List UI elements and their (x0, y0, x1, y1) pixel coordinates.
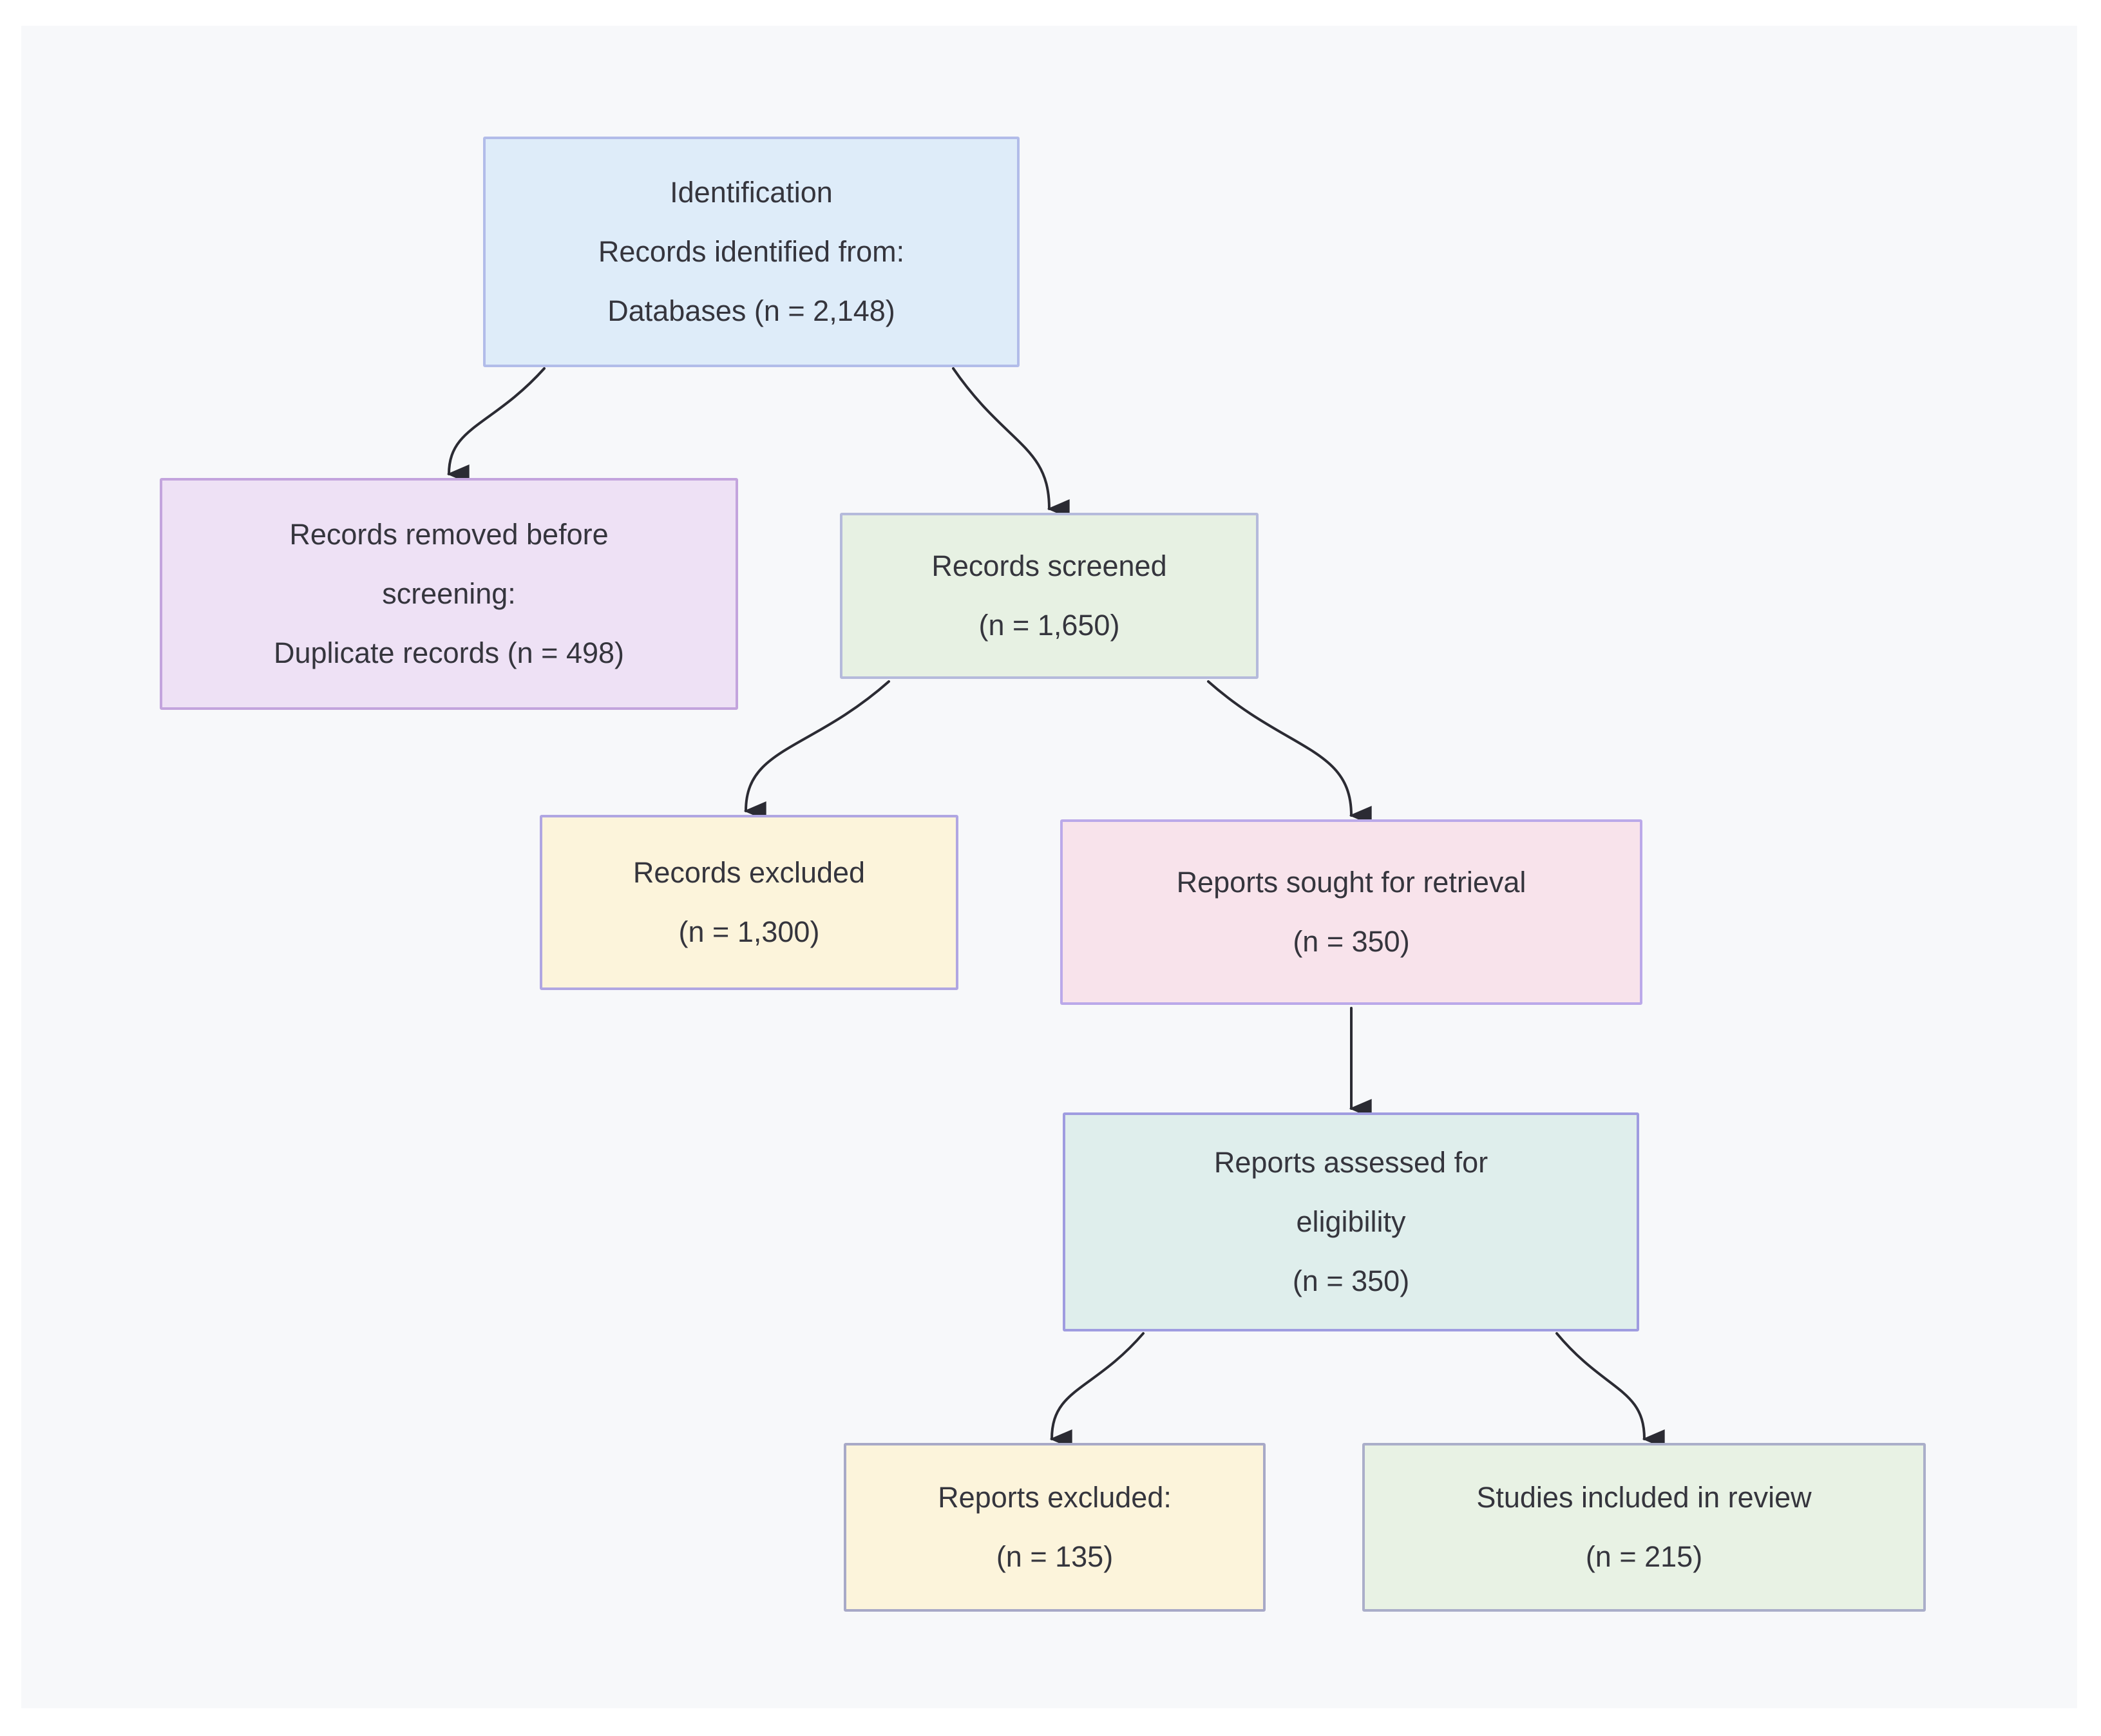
flow-box-line: Reports excluded: (938, 1481, 1172, 1514)
flow-box-line: Databases (n = 2,148) (607, 294, 895, 327)
flow-box-line: Records identified from: (598, 235, 905, 268)
flow-box-line: (n = 350) (1292, 1264, 1410, 1297)
flow-box-line: Studies included in review (1476, 1481, 1812, 1514)
flow-box-records-excluded: Records excluded (n = 1,300) (540, 815, 958, 990)
flow-box-line: Records removed before (289, 518, 609, 551)
flow-box-records-screened: Records screened (n = 1,650) (840, 513, 1259, 679)
flow-box-line: Duplicate records (n = 498) (273, 636, 625, 669)
flow-box-studies-included-in-review: Studies included in review (n = 215) (1362, 1443, 1926, 1612)
flow-box-line: Records excluded (632, 856, 866, 889)
flow-box-line: (n = 1,300) (678, 915, 820, 948)
flow-box-line: screening: (382, 577, 516, 610)
flow-box-reports-assessed-for-eligibility: Reports assessed for eligibility (n = 35… (1063, 1112, 1639, 1331)
flow-box-identification: Identification Records identified from: … (483, 137, 1020, 367)
flow-box-reports-excluded: Reports excluded: (n = 135) (844, 1443, 1266, 1612)
flow-box-line: Identification (670, 176, 833, 209)
flow-box-line: Reports sought for retrieval (1176, 866, 1526, 899)
flow-box-line: (n = 215) (1585, 1540, 1703, 1573)
flow-box-reports-sought-for-retrieval: Reports sought for retrieval (n = 350) (1060, 819, 1642, 1005)
flow-box-line: eligibility (1296, 1205, 1406, 1238)
flow-box-line: (n = 350) (1293, 925, 1410, 958)
flow-box-line: Records screened (931, 549, 1167, 582)
flow-box-records-removed-before-screening: Records removed before screening: Duplic… (160, 478, 738, 710)
flow-box-line: Reports assessed for (1213, 1146, 1488, 1179)
diagram-background-panel (21, 26, 2077, 1708)
flow-box-line: (n = 135) (996, 1540, 1114, 1573)
flow-box-line: (n = 1,650) (978, 609, 1120, 642)
